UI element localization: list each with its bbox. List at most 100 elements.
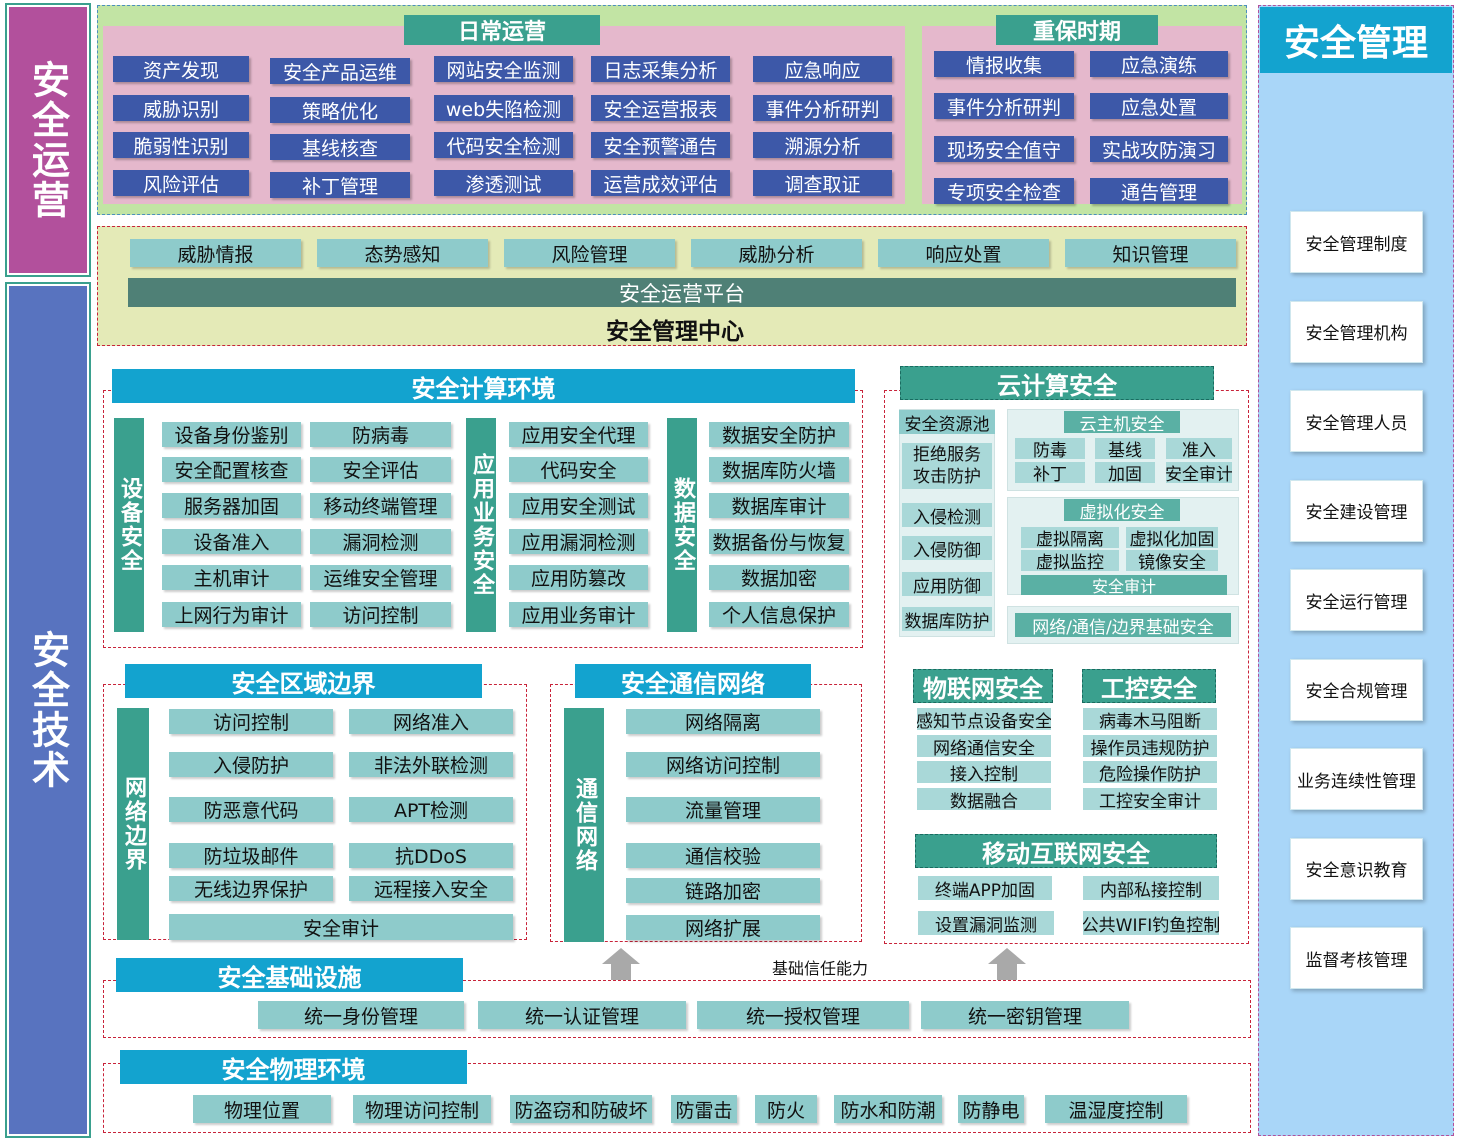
infra-panel bbox=[103, 980, 1251, 1038]
daily-item: web失陷检测 bbox=[434, 95, 573, 121]
ops-platform-bar: 安全运营平台 bbox=[128, 278, 1236, 307]
boundary-item: 入侵防护 bbox=[169, 752, 333, 777]
device-item: 安全配置核查 bbox=[162, 457, 301, 482]
infra-item: 统一密钥管理 bbox=[921, 1001, 1129, 1029]
comm-label: 通信网络 bbox=[564, 708, 604, 942]
mgmt-item: 安全合规管理 bbox=[1290, 658, 1423, 721]
data-item: 数据库防火墙 bbox=[709, 457, 849, 482]
boundary-item: 非法外联检测 bbox=[349, 752, 513, 777]
boundary-item: 远程接入安全 bbox=[349, 876, 513, 901]
daily-item: 调查取证 bbox=[753, 170, 892, 196]
iot-item: 感知节点设备安全 bbox=[917, 708, 1051, 730]
boundary-item: 无线边界保护 bbox=[169, 876, 333, 901]
device-item: 安全评估 bbox=[310, 457, 451, 482]
phys-item: 防火 bbox=[755, 1095, 817, 1123]
app-item: 应用安全代理 bbox=[509, 422, 648, 447]
daily-item: 渗透测试 bbox=[434, 170, 573, 196]
daily-item: 资产发现 bbox=[113, 56, 249, 82]
device-item: 服务器加固 bbox=[162, 493, 301, 518]
comm-item: 链路加密 bbox=[626, 878, 820, 903]
comm-item: 通信校验 bbox=[626, 843, 820, 868]
daily-item: 安全预警通告 bbox=[591, 132, 730, 158]
boundary-audit: 安全审计 bbox=[169, 914, 513, 940]
boundary-item: 抗DDoS bbox=[349, 843, 513, 868]
comm-item: 网络访问控制 bbox=[626, 752, 820, 777]
pool-item: 拒绝服务攻击防护 bbox=[902, 443, 992, 489]
mgmt-title: 安全管理 bbox=[1260, 7, 1452, 73]
key-item: 应急演练 bbox=[1090, 51, 1228, 77]
infra-item: 统一授权管理 bbox=[697, 1001, 909, 1029]
center-item: 响应处置 bbox=[878, 239, 1049, 267]
app-item: 应用漏洞检测 bbox=[509, 529, 648, 554]
comm-item: 流量管理 bbox=[626, 797, 820, 822]
key-item: 通告管理 bbox=[1090, 178, 1228, 204]
daily-item: 事件分析研判 bbox=[753, 95, 892, 121]
comm-item: 网络隔离 bbox=[626, 709, 820, 734]
infra-note: 基础信任能力 bbox=[771, 959, 868, 978]
arrow-right-shaft bbox=[997, 964, 1017, 980]
virt-item: 虚拟监控 bbox=[1021, 550, 1119, 571]
boundary-item: 防垃圾邮件 bbox=[169, 843, 333, 868]
ics-item: 危险操作防护 bbox=[1083, 761, 1217, 783]
mobile-item: 设置漏洞监测 bbox=[918, 911, 1054, 935]
daily-item: 风险评估 bbox=[113, 170, 249, 196]
boundary-title: 安全区域边界 bbox=[125, 664, 482, 698]
pool-item: 数据库防护 bbox=[902, 607, 992, 631]
mgmt-item: 安全管理机构 bbox=[1290, 300, 1423, 363]
phys-item: 温湿度控制 bbox=[1045, 1095, 1187, 1123]
pool-item: 应用防御 bbox=[902, 572, 992, 596]
device-item: 运维安全管理 bbox=[310, 565, 451, 590]
app-label: 应用业务安全 bbox=[466, 418, 496, 632]
ics-item: 病毒木马阻断 bbox=[1083, 708, 1217, 730]
device-item: 设备准入 bbox=[162, 529, 301, 554]
pool-item: 入侵检测 bbox=[902, 503, 992, 527]
tech-side-label: 安全技术 bbox=[5, 282, 91, 1138]
boundary-label: 网络边界 bbox=[117, 708, 149, 940]
daily-item: 日志采集分析 bbox=[591, 56, 730, 82]
virt-item: 镜像安全 bbox=[1126, 550, 1218, 571]
mgmt-item: 安全运行管理 bbox=[1290, 569, 1423, 631]
device-label: 设备安全 bbox=[114, 418, 144, 632]
host-item: 基线 bbox=[1095, 438, 1155, 459]
arrow-left-shaft bbox=[611, 964, 631, 980]
phys-item: 物理位置 bbox=[193, 1095, 331, 1123]
iot-item: 数据融合 bbox=[917, 788, 1051, 810]
device-item: 设备身份鉴别 bbox=[162, 422, 301, 447]
host-item: 补丁 bbox=[1015, 462, 1085, 483]
key-item: 现场安全值守 bbox=[934, 136, 1074, 162]
device-item: 主机审计 bbox=[162, 565, 301, 590]
daily-item: 溯源分析 bbox=[753, 132, 892, 158]
comm-item: 网络扩展 bbox=[626, 915, 820, 940]
phys-item: 防雷击 bbox=[671, 1095, 737, 1123]
phys-title: 安全物理环境 bbox=[120, 1050, 467, 1084]
device-item: 上网行为审计 bbox=[162, 602, 301, 627]
mgmt-item: 安全管理人员 bbox=[1290, 390, 1423, 452]
device-item: 移动终端管理 bbox=[310, 493, 451, 518]
daily-item: 威胁识别 bbox=[113, 95, 249, 121]
virt-item: 虚拟化加固 bbox=[1126, 527, 1218, 548]
pool-title: 安全资源池 bbox=[899, 410, 995, 434]
daily-title: 日常运营 bbox=[404, 15, 600, 45]
daily-item: 网站安全监测 bbox=[434, 56, 573, 82]
mobile-item: 终端APP加固 bbox=[918, 876, 1052, 900]
phys-item: 物理访问控制 bbox=[353, 1095, 491, 1123]
ops-side-label: 安全运营 bbox=[5, 3, 91, 277]
host-item: 安全审计 bbox=[1166, 462, 1232, 483]
virt-title: 虚拟化安全 bbox=[1064, 499, 1180, 521]
net-base: 网络/通信/边界基础安全 bbox=[1015, 613, 1231, 637]
daily-item: 安全运营报表 bbox=[591, 95, 730, 121]
host-item: 加固 bbox=[1095, 462, 1155, 483]
arrow-left-icon bbox=[602, 948, 640, 964]
boundary-item: 防恶意代码 bbox=[169, 797, 333, 822]
mgmt-item: 安全意识教育 bbox=[1290, 837, 1423, 900]
app-item: 应用防篡改 bbox=[509, 565, 648, 590]
daily-item: 安全产品运维 bbox=[270, 58, 410, 84]
host-item: 防毒 bbox=[1015, 438, 1085, 459]
data-item: 数据库审计 bbox=[709, 493, 849, 518]
daily-item: 脆弱性识别 bbox=[113, 132, 249, 158]
infra-item: 统一认证管理 bbox=[478, 1001, 686, 1029]
center-title: 安全管理中心 bbox=[606, 319, 744, 344]
boundary-item: 网络准入 bbox=[349, 709, 513, 734]
data-item: 数据备份与恢复 bbox=[709, 529, 849, 554]
mgmt-item: 安全建设管理 bbox=[1290, 479, 1423, 542]
